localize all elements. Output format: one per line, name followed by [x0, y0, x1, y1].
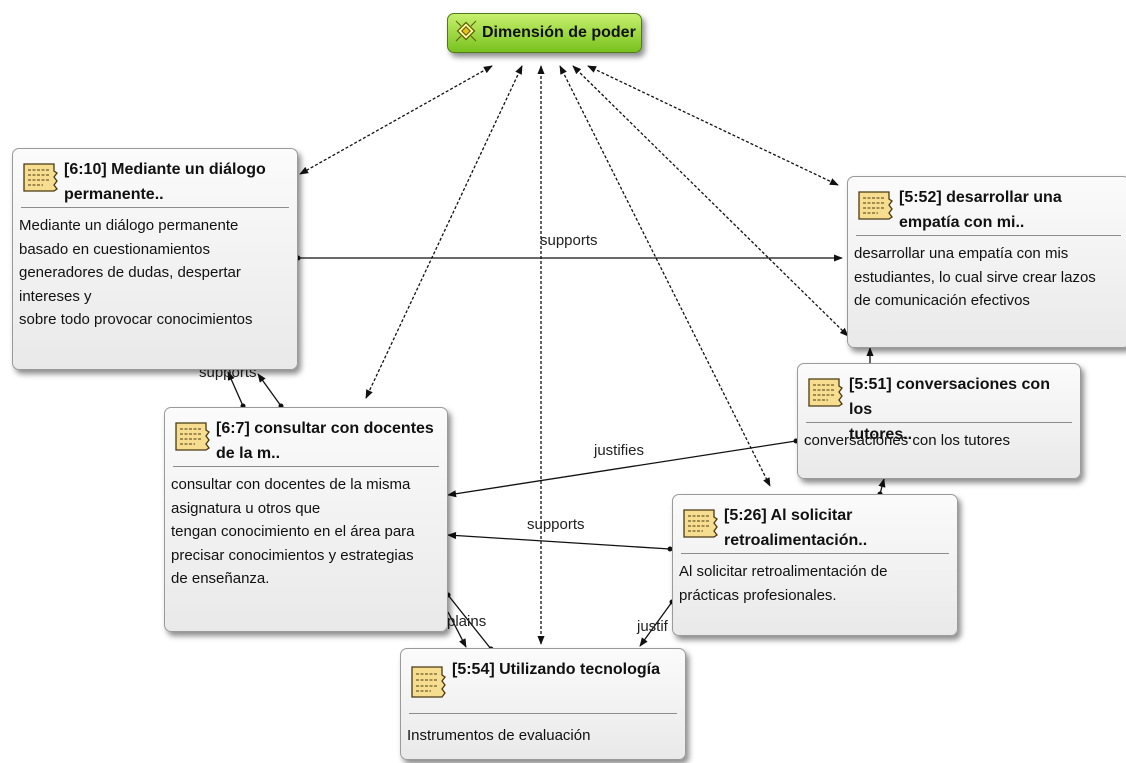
link-root-q526 — [559, 65, 771, 487]
link-q67-q554-b — [447, 611, 467, 648]
link-q67-q610-b — [257, 373, 282, 407]
relation-label-explains: plains — [447, 613, 487, 630]
divider — [681, 553, 949, 554]
root-code-node[interactable]: Dimensión de poder — [447, 13, 642, 53]
link-q67-q554-a — [447, 594, 492, 650]
link-root-q552 — [587, 65, 839, 186]
link-q67-q610-a — [227, 371, 244, 407]
quotation-icon — [409, 659, 449, 708]
quotation-text: desarrollar una empatía con mis estudian… — [854, 245, 1096, 309]
link-q551-q67 — [447, 440, 797, 498]
divider — [856, 235, 1121, 236]
quotation-node-5-54[interactable]: [5:54] Utilizando tecnología Instrumento… — [400, 648, 686, 760]
relation-label-supports: supports — [527, 516, 585, 533]
root-code-label: Dimensión de poder — [482, 24, 636, 41]
quotation-text: Al solicitar retroalimentación de prácti… — [679, 563, 888, 604]
relation-label-supports: supports — [540, 232, 598, 249]
divider — [21, 207, 289, 208]
link-root-q551 — [572, 65, 849, 337]
quotation-icon — [856, 187, 896, 228]
divider — [806, 422, 1072, 423]
quotation-text: Mediante un diálogo permanente basado en… — [19, 217, 253, 328]
quotation-text: consultar con docentes de la misma asign… — [171, 476, 415, 587]
quotation-text: Instrumentos de evaluación — [407, 727, 591, 744]
network-view-icon — [455, 20, 477, 47]
divider — [173, 466, 439, 467]
link-root-q610 — [299, 65, 493, 175]
link-q526-q67 — [447, 531, 671, 550]
link-q526-q554 — [639, 601, 673, 647]
relation-label-justifies: justif — [637, 618, 668, 635]
link-q526-q551 — [878, 478, 886, 495]
link-root-q67 — [365, 65, 523, 399]
quotation-title: [5:54] Utilizando tecnología — [452, 661, 661, 678]
quotation-icon — [21, 159, 61, 200]
quotation-icon — [806, 374, 846, 415]
divider — [409, 713, 677, 714]
quotation-icon — [681, 505, 721, 546]
quotation-icon — [173, 418, 213, 459]
quotation-text: conversaciones con los tutores — [804, 432, 1010, 449]
relation-label-justifies: justifies — [594, 442, 645, 459]
